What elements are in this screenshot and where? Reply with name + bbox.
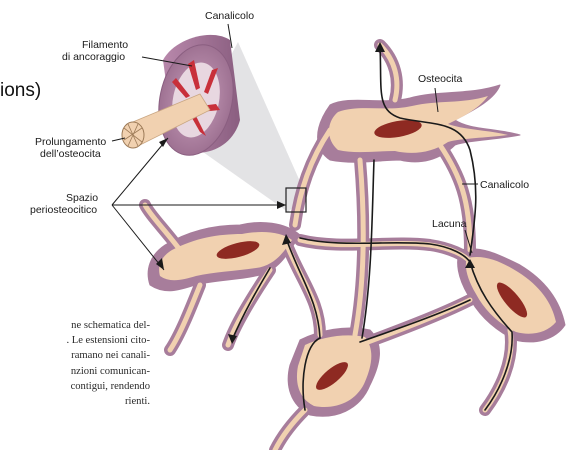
label-spazio-2: periosteocitico [30, 204, 97, 216]
cropped-heading-fragment: ions) [0, 80, 41, 102]
caption-line: . Le estensioni cito- [0, 333, 150, 348]
caption-line: nzioni comunican- [0, 364, 150, 379]
caption-line: ramano nei canali- [0, 348, 150, 363]
label-spazio-1: Spazio [66, 192, 98, 204]
label-filamento-1: Filamento [82, 39, 128, 51]
label-prolungamento-1: Prolungamento [35, 136, 106, 148]
caption-line: contigui, rendendo [0, 379, 150, 394]
caption-line: rienti. [0, 394, 150, 409]
label-prolungamento-2: dell’osteocita [40, 148, 101, 160]
label-filamento-2: di ancoraggio [62, 51, 125, 63]
figure-caption: ne schematica del- . Le estensioni cito-… [0, 318, 150, 409]
label-osteocita: Osteocita [418, 73, 463, 85]
label-canalicolo-top: Canalicolo [205, 10, 254, 22]
caption-line: ne schematica del- [0, 318, 150, 333]
label-lacuna: Lacuna [432, 218, 467, 230]
label-canalicolo-right: Canalicolo [480, 179, 529, 191]
magnified-canaliculus [122, 35, 243, 162]
